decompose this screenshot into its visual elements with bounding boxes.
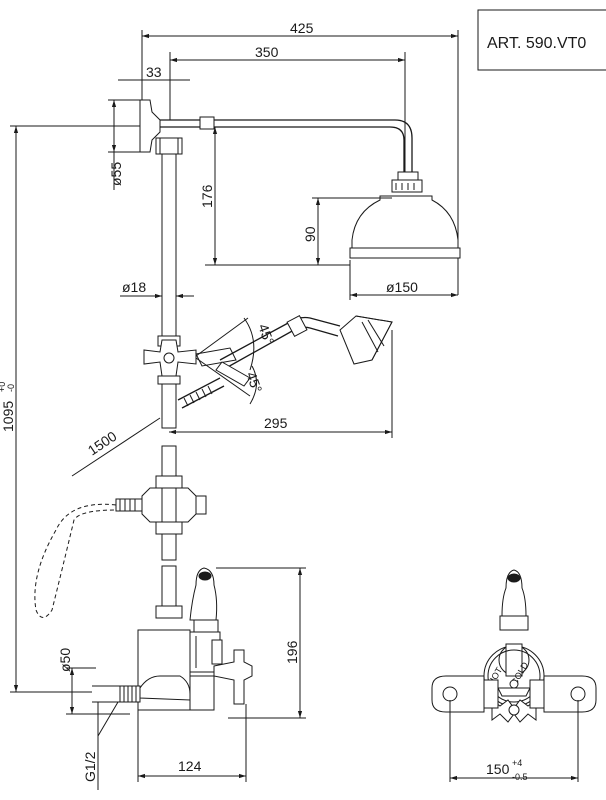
dim-33: 33 <box>118 64 190 100</box>
dim-150: 150 +4 -0.5 <box>449 700 579 782</box>
valve-front: HOT COLD <box>483 569 545 723</box>
riser-pipe-lower <box>141 445 207 561</box>
dim-50: ø50 <box>57 648 130 715</box>
valve-front-eccentrics <box>431 675 597 713</box>
dim-90-label: 90 <box>302 226 318 242</box>
dim-18: ø18 <box>120 279 194 299</box>
dim-295: 295 <box>169 330 393 438</box>
article-box: ART. 590.VT0 <box>477 9 606 71</box>
angle-45-marks: 45° 45° <box>195 317 277 405</box>
dim-350-label: 350 <box>255 44 279 60</box>
dim-1500: 1500 <box>71 417 161 477</box>
dim-1095-tol-dn: -0 <box>6 384 16 392</box>
dim-196: 196 <box>216 567 306 719</box>
dim-1095-tol-up: +0 <box>0 382 7 392</box>
dim-124: 124 <box>137 704 247 782</box>
article-code: ART. 590.VT0 <box>487 35 586 52</box>
dim-150-tol-up: +4 <box>512 758 522 768</box>
wall-flange-top: ø55 <box>108 99 161 190</box>
dim-150-dia: ø150 <box>349 260 458 300</box>
dim-thread-label: G1/2 <box>82 751 98 782</box>
dim-90: 90 <box>302 197 392 265</box>
hose-section <box>177 377 225 409</box>
dim-150-label: 150 <box>486 761 510 777</box>
dim-55-label: ø55 <box>108 162 124 186</box>
dim-124-label: 124 <box>178 758 202 774</box>
dim-thread: G1/2 <box>82 701 119 790</box>
dim-425-label: 425 <box>290 20 314 36</box>
hose-connector <box>34 498 143 618</box>
dim-1095-label: 1095 <box>0 401 16 432</box>
slider-bracket <box>143 335 237 429</box>
dim-1500-label: 1500 <box>85 428 120 459</box>
dim-50-label: ø50 <box>57 648 73 672</box>
dim-33-label: 33 <box>146 64 162 80</box>
dim-176: 176 <box>199 127 350 266</box>
valve-side <box>119 565 253 711</box>
riser-pipe-upper <box>155 137 183 337</box>
angle-45b-label: 45° <box>243 370 265 395</box>
dim-295-label: 295 <box>264 415 288 431</box>
dim-1095: 1095 +0 -0 <box>0 125 140 693</box>
valve-side-lever <box>189 567 219 633</box>
dim-176-label: 176 <box>199 184 215 208</box>
hand-shower <box>215 314 393 387</box>
angle-45a-label: 45° <box>255 322 277 347</box>
dim-196-label: 196 <box>284 640 300 664</box>
dim-18-label: ø18 <box>122 279 146 295</box>
dim-150-dia-label: ø150 <box>386 279 418 295</box>
dim-150-tol-dn: -0.5 <box>512 772 528 782</box>
dim-350: 350 <box>169 44 406 175</box>
shower-arm <box>160 116 413 175</box>
shower-head <box>349 171 461 259</box>
dim-425: 425 <box>141 20 459 295</box>
